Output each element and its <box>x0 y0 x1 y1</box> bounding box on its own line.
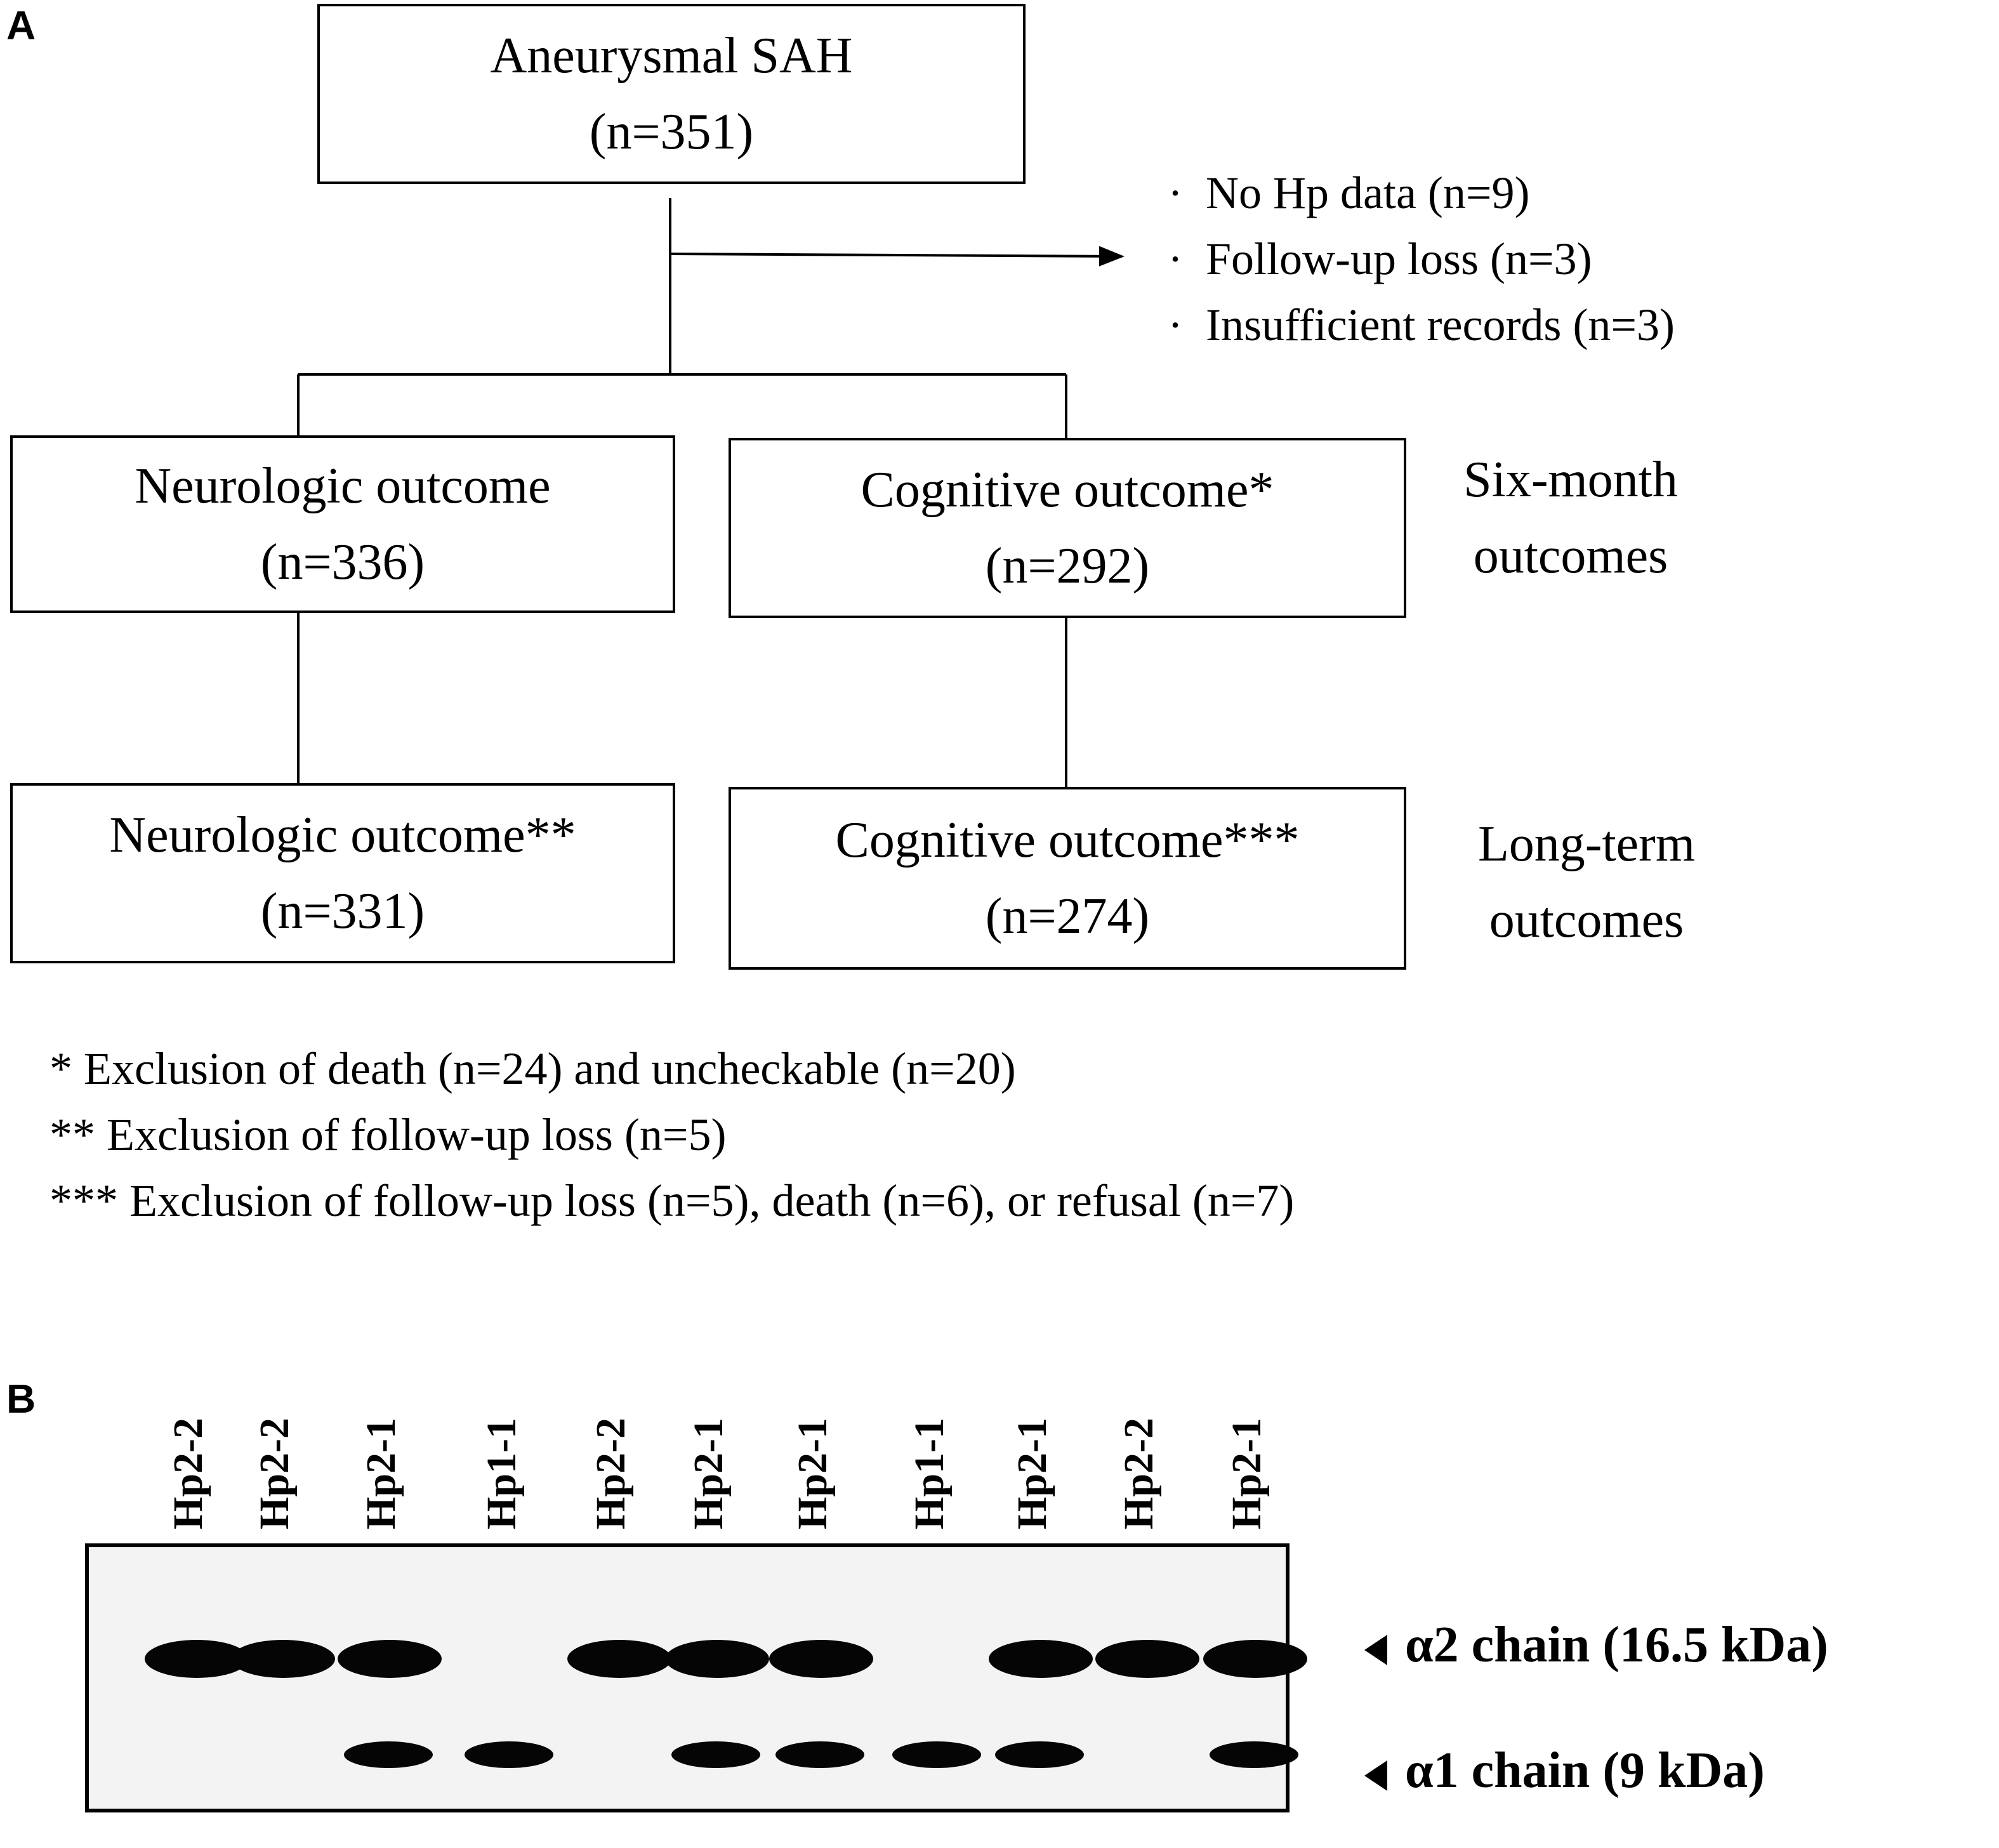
lane-label: Hp2-1 <box>685 1417 732 1529</box>
alpha1-band <box>344 1741 433 1768</box>
exclusion-item: Insufficient records (n=3) <box>1168 292 1675 358</box>
six-month-label-line2: outcomes <box>1473 528 1668 584</box>
lane-label: Hp2-2 <box>165 1417 211 1529</box>
six-month-cognitive-box: Cognitive outcome* (n=292) <box>729 438 1406 618</box>
long-term-label-line2: outcomes <box>1489 892 1684 948</box>
six-month-label-line1: Six-month <box>1463 452 1678 508</box>
lane-label: Hp2-1 <box>1009 1417 1055 1529</box>
long-term-cognitive-box: Cognitive outcome*** (n=274) <box>729 787 1406 970</box>
six-month-outcomes-label: Six-month outcomes <box>1428 442 1713 594</box>
lane-label: Hp2-1 <box>358 1417 404 1529</box>
alpha1-band <box>892 1741 981 1768</box>
footnote-triple: *** Exclusion of follow-up loss (n=5), d… <box>49 1175 1295 1226</box>
lane-label: Hp1-1 <box>906 1417 953 1529</box>
alpha1-band-label: α1 chain (9 kDa) <box>1364 1745 1765 1796</box>
six-month-neurologic-box: Neurologic outcome (n=336) <box>10 435 675 613</box>
exclusion-list: No Hp data (n=9) Follow-up loss (n=3) In… <box>1168 160 1675 358</box>
long-term-neurologic-title: Neurologic outcome** <box>109 807 576 863</box>
alpha2-band <box>989 1640 1093 1678</box>
alpha2-band <box>769 1640 873 1678</box>
long-term-neurologic-box: Neurologic outcome** (n=331) <box>10 783 675 963</box>
lane-label: Hp2-1 <box>789 1417 836 1529</box>
exclusion-item: No Hp data (n=9) <box>1168 160 1675 226</box>
alpha1-label-text: α1 chain (9 kDa) <box>1405 1743 1765 1798</box>
lane-label: Hp1-1 <box>478 1417 525 1529</box>
alpha2-band <box>231 1640 335 1678</box>
alpha1-band <box>465 1741 553 1768</box>
alpha2-band-label: α2 chain (16.5 kDa) <box>1364 1620 1828 1670</box>
aneurysmal-sah-box: Aneurysmal SAH (n=351) <box>317 4 1026 184</box>
lane-label: Hp2-2 <box>588 1417 634 1529</box>
lane-label: Hp2-2 <box>1116 1417 1162 1529</box>
long-term-cognitive-title: Cognitive outcome*** <box>835 812 1300 868</box>
alpha2-band <box>665 1640 769 1678</box>
long-term-outcomes-label: Long-term outcomes <box>1434 806 1739 958</box>
long-term-label-line1: Long-term <box>1477 816 1696 872</box>
aneurysmal-sah-title: Aneurysmal SAH <box>490 28 853 84</box>
panel-b-label: B <box>6 1376 36 1422</box>
exclusion-item: Follow-up loss (n=3) <box>1168 226 1675 292</box>
six-month-cognitive-title: Cognitive outcome* <box>861 462 1274 518</box>
alpha1-band <box>995 1741 1084 1768</box>
alpha2-label-text: α2 chain (16.5 kDa) <box>1405 1617 1828 1673</box>
alpha1-arrow-icon <box>1364 1760 1387 1791</box>
six-month-cognitive-count: (n=292) <box>985 538 1150 594</box>
western-blot-membrane <box>85 1543 1307 1812</box>
alpha2-band <box>567 1640 671 1678</box>
footnotes: * Exclusion of death (n=24) and unchecka… <box>49 1036 1294 1234</box>
alpha1-band <box>1210 1741 1298 1768</box>
alpha1-band <box>775 1741 864 1768</box>
alpha2-band <box>338 1640 442 1678</box>
long-term-cognitive-count: (n=274) <box>985 888 1150 944</box>
six-month-neurologic-count: (n=336) <box>260 534 425 590</box>
alpha1-band <box>671 1741 760 1768</box>
lane-label: Hp2-2 <box>251 1417 298 1529</box>
lane-label: Hp2-1 <box>1224 1417 1270 1529</box>
footnote-single: * Exclusion of death (n=24) and unchecka… <box>49 1043 1016 1094</box>
panel-a-label: A <box>6 3 36 48</box>
long-term-neurologic-count: (n=331) <box>260 883 425 939</box>
footnote-double: ** Exclusion of follow-up loss (n=5) <box>49 1109 727 1160</box>
alpha2-band <box>1203 1640 1307 1678</box>
six-month-neurologic-title: Neurologic outcome <box>135 458 551 514</box>
alpha2-arrow-icon <box>1364 1634 1387 1665</box>
alpha2-band <box>1095 1640 1199 1678</box>
aneurysmal-sah-count: (n=351) <box>589 104 754 160</box>
